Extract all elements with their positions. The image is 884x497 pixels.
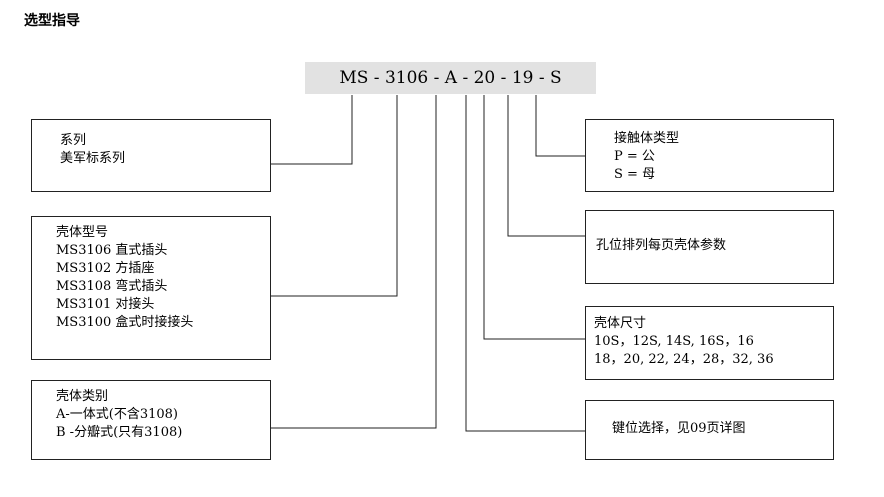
- connector-insert-arrangement: [507, 95, 585, 237]
- code-separator: -: [368, 68, 385, 88]
- shell-type-box: 壳体型号 MS3106 直式插头 MS3102 方插座 MS3108 弯式插头 …: [31, 216, 271, 360]
- keyway-box: 键位选择，见09页详图: [585, 400, 834, 460]
- connector-shell-type: [271, 95, 398, 297]
- code-prefix: MS: [339, 68, 369, 88]
- code-separator: -: [533, 68, 551, 88]
- code-separator: -: [457, 68, 474, 88]
- part-number-code: MS - 3106 - A - 20 - 19 - S: [305, 62, 596, 94]
- insert-arrangement-box: 孔位排列每页壳体参数: [585, 210, 834, 284]
- connector-shell-category: [271, 95, 437, 429]
- contact-type-heading: 接触体类型: [614, 131, 680, 146]
- shell-type-heading: 壳体型号: [56, 225, 109, 240]
- shell-type-option: MS3101 对接头: [56, 297, 155, 312]
- contact-type-option: P = 公: [614, 149, 655, 164]
- connector-contact-type: [535, 95, 585, 157]
- connector-series: [271, 95, 353, 165]
- shell-category-option: B -分瓣式(只有3108): [56, 425, 183, 440]
- shell-category-box: 壳体类别 A-一体式(不含3108) B -分瓣式(只有3108): [31, 380, 271, 460]
- code-shell-category: A: [444, 68, 458, 88]
- page-title: 选型指导: [24, 13, 80, 29]
- code-separator: -: [428, 68, 445, 88]
- series-heading: 系列: [60, 133, 87, 148]
- series-box: 系列 美军标系列: [31, 119, 271, 192]
- shell-size-heading: 壳体尺寸: [594, 316, 647, 331]
- shell-size-box: 壳体尺寸 10S，12S, 14S, 16S，16 18，20, 22, 24，…: [585, 306, 834, 380]
- code-contact-type: S: [550, 68, 562, 88]
- shell-size-values: 10S，12S, 14S, 16S，16: [594, 334, 754, 349]
- shell-type-option: MS3102 方插座: [56, 261, 155, 276]
- shell-type-option: MS3100 盒式时接接头: [56, 315, 194, 330]
- insert-arrangement-text: 孔位排列每页壳体参数: [596, 238, 727, 253]
- shell-type-option: MS3108 弯式插头: [56, 279, 168, 294]
- connector-shell-size: [483, 95, 585, 340]
- shell-category-option: A-一体式(不含3108): [56, 407, 179, 422]
- contact-type-box: 接触体类型 P = 公 S = 母: [585, 119, 834, 192]
- code-insert-arrangement: 19: [511, 68, 534, 88]
- shell-size-values: 18，20, 22, 24，28，32, 36: [594, 352, 774, 367]
- keyway-text: 键位选择，见09页详图: [612, 421, 746, 436]
- contact-type-option: S = 母: [614, 167, 656, 182]
- code-shell-size: 20: [473, 68, 496, 88]
- shell-type-option: MS3106 直式插头: [56, 243, 168, 258]
- series-value: 美军标系列: [60, 151, 126, 166]
- code-separator: -: [495, 68, 512, 88]
- shell-category-heading: 壳体类别: [56, 389, 109, 404]
- connector-keyway: [465, 95, 585, 432]
- code-shell-type: 3106: [384, 68, 429, 88]
